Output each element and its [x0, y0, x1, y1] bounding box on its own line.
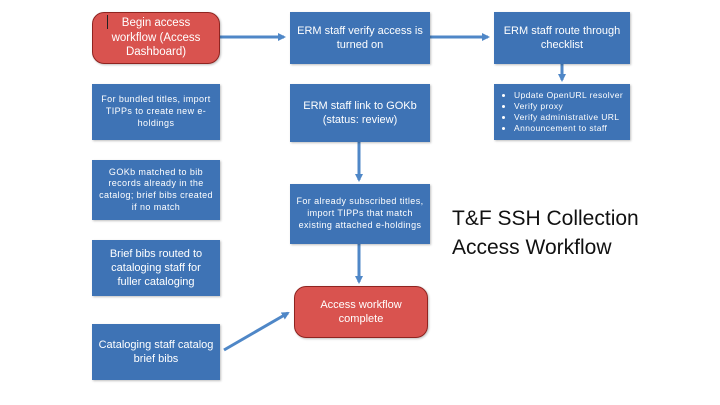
erm-verify-box: ERM staff verify access is turned on	[290, 12, 430, 64]
checklist-item: Verify proxy	[514, 101, 623, 112]
slide-title: T&F SSH Collection Access Workflow	[452, 204, 639, 263]
arrow-catalog-to-complete	[223, 311, 290, 352]
subscribed-titles-box: For already subscribed titles, import TI…	[290, 184, 430, 244]
checklist-box: Update OpenURL resolver Verify proxy Ver…	[494, 84, 630, 140]
workflow-complete-box: Access workflow complete	[294, 286, 428, 338]
erm-link-label: ERM staff link to GOKb (status: review)	[303, 99, 417, 126]
erm-link-box: ERM staff link to GOKb (status: review)	[290, 84, 430, 142]
slide-title-text: T&F SSH Collection Access Workflow	[452, 207, 639, 260]
gokb-match-box: GOKb matched to bib records already in t…	[92, 160, 220, 220]
subscribed-titles-label: For already subscribed titles, import TI…	[296, 196, 424, 230]
begin-workflow-label: Begin access workflow (Access Dashboard)	[111, 16, 201, 59]
erm-route-box: ERM staff route through checklist	[494, 12, 630, 64]
checklist-list: Update OpenURL resolver Verify proxy Ver…	[500, 90, 623, 134]
gokb-match-label: GOKb matched to bib records already in t…	[99, 166, 213, 212]
catalog-brief-bibs-box: Cataloging staff catalog brief bibs	[92, 324, 220, 380]
text-cursor	[107, 15, 108, 29]
checklist-item: Announcement to staff	[514, 123, 623, 134]
erm-verify-label: ERM staff verify access is turned on	[297, 24, 423, 51]
workflow-complete-label: Access workflow complete	[320, 298, 402, 325]
begin-workflow-box: Begin access workflow (Access Dashboard)	[92, 12, 220, 64]
checklist-item: Verify administrative URL	[514, 112, 623, 123]
erm-route-label: ERM staff route through checklist	[503, 24, 621, 51]
checklist-item: Update OpenURL resolver	[514, 90, 623, 101]
catalog-brief-bibs-label: Cataloging staff catalog brief bibs	[98, 338, 214, 365]
brief-bibs-label: Brief bibs routed to cataloging staff fo…	[109, 247, 203, 289]
brief-bibs-box: Brief bibs routed to cataloging staff fo…	[92, 240, 220, 296]
bundled-titles-label: For bundled titles, import TIPPs to crea…	[101, 94, 211, 128]
bundled-titles-box: For bundled titles, import TIPPs to crea…	[92, 84, 220, 140]
